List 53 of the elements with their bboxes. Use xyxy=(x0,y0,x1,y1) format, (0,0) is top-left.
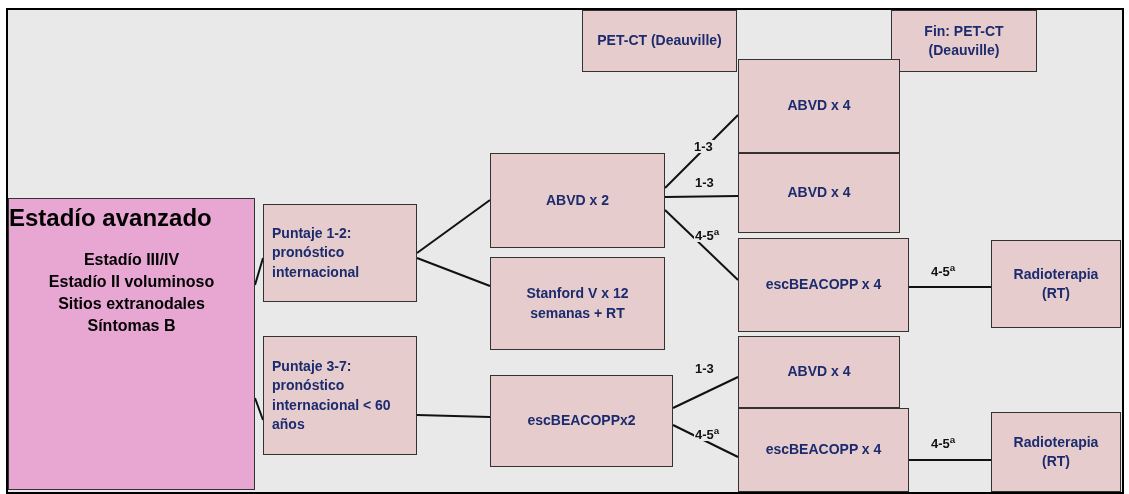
connector-line xyxy=(664,195,739,198)
treatment-box xyxy=(991,240,1121,328)
treatment-box xyxy=(738,238,909,332)
box-label: escBEACOPP x 4 xyxy=(765,440,882,460)
stage-criterion: Estadío III/IV xyxy=(83,250,180,270)
edge-label: 4-5$^{a}$ xyxy=(694,428,721,441)
box-label: ABVD x 4 xyxy=(787,362,851,382)
box-label: ABVD x 4 xyxy=(787,183,851,203)
box-label: ABVD x 4 xyxy=(787,96,851,116)
treatment-box xyxy=(263,336,417,455)
edge-label: 1-3 xyxy=(693,140,714,153)
treatment-box xyxy=(738,153,900,233)
stage-heading: Estadío avanzado xyxy=(9,203,212,233)
box-label: Radioterapia (RT) xyxy=(1012,264,1100,303)
treatment-box xyxy=(738,59,900,153)
box-label: escBEACOPPx2 xyxy=(527,411,636,431)
treatment-box xyxy=(263,204,417,302)
treatment-box xyxy=(490,153,665,248)
connector-line xyxy=(908,459,992,461)
treatment-box xyxy=(738,408,909,492)
connector-line xyxy=(664,114,739,189)
box-label: Stanford V x 12 semanas + RT xyxy=(525,284,630,323)
stage-criterion: Síntomas B xyxy=(87,316,176,336)
edge-label: 4-5$^{a}$ xyxy=(930,265,957,278)
edge-label: 4-5$^{a}$ xyxy=(930,437,957,450)
box-label: Radioterapia (RT) xyxy=(1012,432,1100,471)
connector-line xyxy=(416,414,491,418)
stage-criterion: Estadío II voluminoso xyxy=(48,272,215,292)
box-label: Puntaje 3-7: pronóstico internacional < 60 años xyxy=(272,357,392,434)
connector-line xyxy=(672,376,739,409)
box-label: ABVD x 2 xyxy=(546,190,609,210)
connector-line xyxy=(672,424,739,458)
treatment-box xyxy=(490,375,673,467)
treatment-box xyxy=(991,412,1121,492)
box-label: PET-CT (Deauville) xyxy=(597,31,722,51)
treatment-box xyxy=(891,10,1037,72)
connector-line xyxy=(254,257,264,286)
treatment-box xyxy=(490,257,665,350)
edge-label: 1-3 xyxy=(694,176,715,189)
connector-line xyxy=(254,397,264,421)
connector-line xyxy=(416,257,491,287)
edge-label: 4-5$^{a}$ xyxy=(694,229,721,242)
connector-line xyxy=(416,199,491,254)
box-label: Fin: PET-CT (Deauville) xyxy=(923,21,1005,60)
treatment-box xyxy=(582,10,737,72)
box-label: escBEACOPP x 4 xyxy=(765,275,882,295)
stage-box xyxy=(8,198,255,490)
box-label: Puntaje 1-2: pronóstico internacional xyxy=(272,224,361,282)
edge-label: 1-3 xyxy=(694,362,715,375)
treatment-box xyxy=(738,336,900,408)
connector-line xyxy=(664,209,739,281)
connector-line xyxy=(908,286,992,288)
stage-criterion: Sitios extranodales xyxy=(58,294,205,314)
